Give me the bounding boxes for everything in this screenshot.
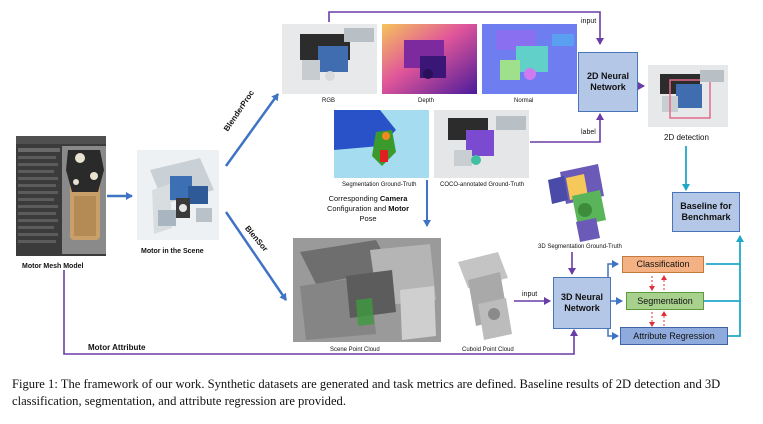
input-label-3d: input bbox=[522, 291, 538, 298]
cuboid-point-cloud-image bbox=[458, 252, 512, 340]
nn2d-box: 2D Neural Network bbox=[578, 52, 638, 112]
motor-in-scene-image bbox=[137, 150, 219, 240]
attribute-regression-box: Attribute Regression bbox=[620, 327, 728, 345]
seg3d-gt-label: 3D Segmentation Ground-Truth bbox=[538, 244, 622, 250]
depth-label: Depth bbox=[418, 98, 435, 104]
coco-gt-label: COCO-annotated Ground-Truth bbox=[440, 182, 525, 188]
detection-2d-label: 2D detection bbox=[664, 133, 709, 142]
seg3d-gt-image bbox=[548, 164, 606, 242]
depth-image bbox=[382, 24, 477, 94]
cuboid-point-cloud-label: Cuboid Point Cloud bbox=[462, 347, 514, 353]
segmentation-box: Segmentation bbox=[626, 292, 704, 310]
motor-attribute-label: Motor Attribute bbox=[88, 343, 146, 352]
scene-point-cloud-image bbox=[293, 238, 441, 342]
motor-mesh-model-image bbox=[16, 136, 106, 256]
rgb-image bbox=[282, 24, 377, 94]
figure-graphics bbox=[16, 11, 744, 355]
detection-2d-image bbox=[648, 65, 728, 127]
rgb-label: RGB bbox=[322, 98, 336, 104]
classification-box: Classification bbox=[622, 256, 704, 273]
normal-label: Normal bbox=[514, 98, 534, 104]
normal-image bbox=[482, 24, 577, 94]
camera-config-label: Corresponding Camera Configuration and M… bbox=[326, 194, 410, 223]
seg-gt-label: Segmentation Ground-Truth bbox=[342, 182, 417, 188]
nn3d-box: 3D Neural Network bbox=[553, 277, 611, 329]
coco-gt-image bbox=[434, 110, 529, 178]
label-label: label bbox=[581, 129, 596, 136]
baseline-box: Baseline for Benchmark bbox=[672, 192, 740, 232]
motor-mesh-model-label: Motor Mesh Model bbox=[22, 263, 84, 270]
motor-in-scene-label: Motor in the Scene bbox=[141, 248, 204, 255]
input-label-top: input bbox=[581, 18, 597, 25]
figure-caption: Figure 1: The framework of our work. Syn… bbox=[12, 377, 721, 408]
framework-figure: 2D Neural Network 3D Neural Network Base… bbox=[16, 11, 744, 355]
segmentation-gt-image bbox=[334, 110, 429, 178]
scene-point-cloud-label: Scene Point Cloud bbox=[330, 347, 380, 353]
